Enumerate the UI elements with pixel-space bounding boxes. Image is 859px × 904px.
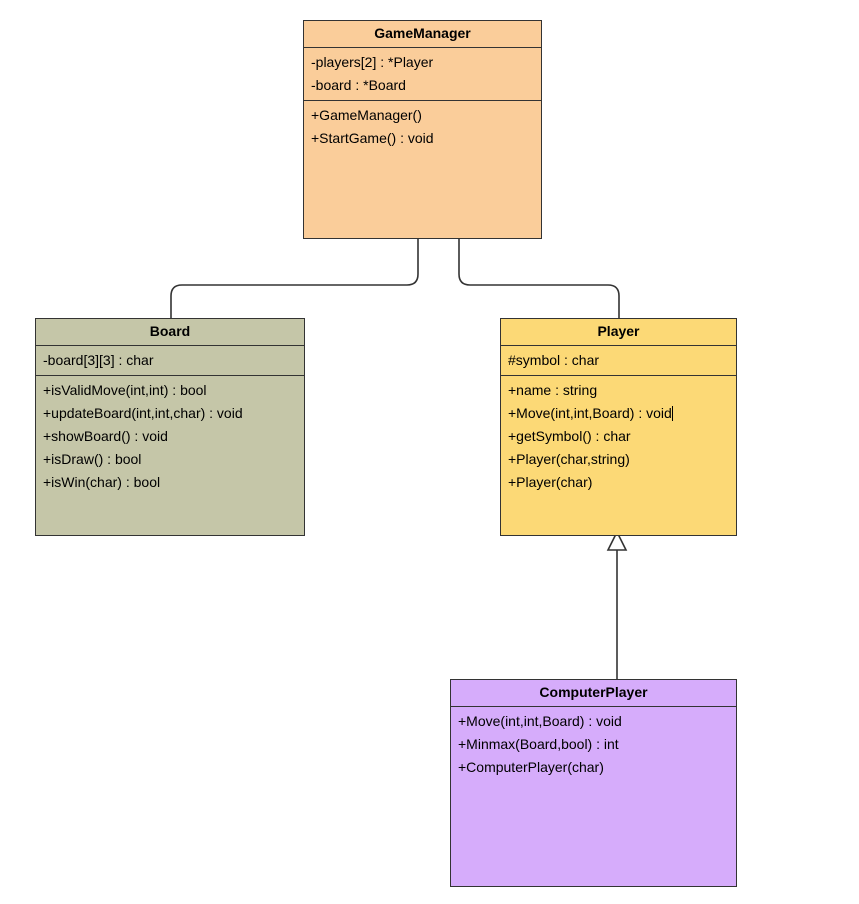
- class-name-gamemanager: GameManager: [304, 21, 541, 48]
- edge-gamemanager-player: [458, 239, 620, 318]
- method-row[interactable]: +StartGame() : void: [311, 130, 434, 146]
- attribute-row[interactable]: -players[2] : *Player: [311, 54, 434, 70]
- method-row[interactable]: +isDraw() : bool: [43, 451, 142, 467]
- method-row[interactable]: +isWin(char) : bool: [43, 474, 161, 490]
- methods-section-gamemanager: +GameManager() +StartGame() : void: [304, 101, 541, 238]
- method-row[interactable]: +Player(char): [508, 474, 593, 490]
- method-row[interactable]: +ComputerPlayer(char): [458, 759, 604, 775]
- method-row-text: +Move(int,int,Board) : void: [508, 405, 672, 421]
- method-row[interactable]: +Move(int,int,Board) : void: [458, 713, 622, 729]
- methods-section-computerplayer: +Move(int,int,Board) : void +Minmax(Boar…: [451, 707, 736, 886]
- class-name-player: Player: [501, 319, 736, 346]
- attribute-row[interactable]: #symbol : char: [508, 352, 600, 368]
- uml-class-computerplayer[interactable]: ComputerPlayer +Move(int,int,Board) : vo…: [450, 679, 737, 887]
- method-row[interactable]: +updateBoard(int,int,char) : void: [43, 405, 243, 421]
- attributes-section-player: #symbol : char: [501, 346, 736, 376]
- methods-section-player: +name : string +Move(int,int,Board) : vo…: [501, 376, 736, 535]
- method-row[interactable]: +GameManager(): [311, 107, 422, 123]
- methods-section-board: +isValidMove(int,int) : bool +updateBoar…: [36, 376, 304, 535]
- class-name-computerplayer: ComputerPlayer: [451, 680, 736, 707]
- attributes-section-gamemanager: -players[2] : *Player -board : *Board: [304, 48, 541, 101]
- class-name-board: Board: [36, 319, 304, 346]
- text-cursor-caret: [671, 406, 673, 421]
- uml-class-player[interactable]: Player #symbol : char +name : string +Mo…: [500, 318, 737, 536]
- method-row-editing[interactable]: +Move(int,int,Board) : void: [501, 402, 736, 425]
- method-row[interactable]: +Minmax(Board,bool) : int: [458, 736, 619, 752]
- method-row[interactable]: +name : string: [508, 382, 598, 398]
- method-row[interactable]: +Player(char,string): [508, 451, 630, 467]
- uml-class-gamemanager[interactable]: GameManager -players[2] : *Player -board…: [303, 20, 542, 239]
- attribute-row[interactable]: -board : *Board: [311, 77, 406, 93]
- uml-class-board[interactable]: Board -board[3][3] : char +isValidMove(i…: [35, 318, 305, 536]
- method-row[interactable]: +getSymbol() : char: [508, 428, 631, 444]
- edge-gamemanager-board: [170, 239, 419, 318]
- attributes-section-board: -board[3][3] : char: [36, 346, 304, 376]
- method-row[interactable]: +showBoard() : void: [43, 428, 168, 444]
- method-row[interactable]: +isValidMove(int,int) : bool: [43, 382, 207, 398]
- attribute-row[interactable]: -board[3][3] : char: [43, 352, 154, 368]
